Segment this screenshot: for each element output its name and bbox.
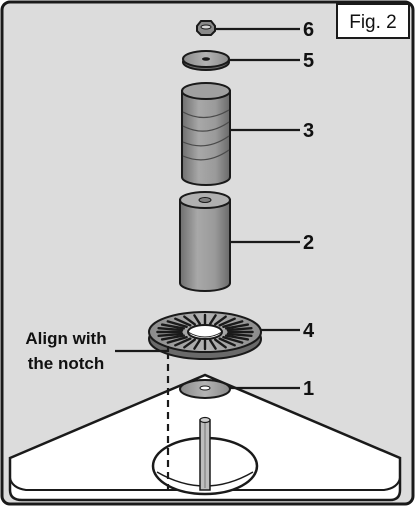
disc-slot xyxy=(157,327,184,332)
disc-slot xyxy=(208,339,217,350)
disc-slot xyxy=(193,314,202,325)
disc-slot xyxy=(226,332,253,337)
disc-slot xyxy=(222,320,244,328)
disc-slot xyxy=(208,314,217,325)
figure-label-box: Fig. 2 xyxy=(336,3,410,39)
callout-part-1: 1 xyxy=(303,378,314,400)
disc-slot xyxy=(174,337,192,347)
disc-slot xyxy=(224,334,250,341)
disc-slot xyxy=(222,336,244,344)
part-grip-sleeve xyxy=(181,82,231,186)
disc-slot xyxy=(166,320,188,328)
disc-slot xyxy=(166,336,188,344)
disc-slot xyxy=(157,332,184,337)
disc-slot xyxy=(213,315,227,326)
callout-part-6: 6 xyxy=(303,19,314,41)
disc-slot xyxy=(160,323,186,330)
disc-slot xyxy=(226,327,253,332)
disc-slot xyxy=(218,317,236,327)
disc-slot xyxy=(183,338,197,349)
figure-label: Fig. 2 xyxy=(349,12,397,33)
disc-slots xyxy=(156,313,254,351)
threaded-rod xyxy=(199,416,211,491)
callout-part-3: 3 xyxy=(303,120,314,142)
callout-part-4: 4 xyxy=(303,320,315,342)
alignment-annotation: Align with the notch xyxy=(25,329,106,373)
leader-lines xyxy=(115,27,300,390)
disc-slot xyxy=(224,323,250,330)
part-top-washer xyxy=(182,50,230,71)
part-nut xyxy=(196,20,216,36)
disc-slot xyxy=(183,315,197,326)
disc-slot xyxy=(218,337,236,347)
part-post-cover xyxy=(179,191,231,292)
annotation-line-2: the notch xyxy=(28,354,105,373)
disc-slot xyxy=(174,317,192,327)
disc-slot xyxy=(160,334,186,341)
part-number-callouts: 6 5 3 2 4 1 xyxy=(303,19,315,400)
annotation-line-1: Align with xyxy=(25,329,106,348)
disc-slot xyxy=(213,338,227,349)
part-bottom-washer xyxy=(179,379,231,399)
callout-part-2: 2 xyxy=(303,232,314,254)
disc-slot xyxy=(193,339,202,350)
callout-part-5: 5 xyxy=(303,50,314,72)
part-slotted-disc xyxy=(148,311,262,360)
